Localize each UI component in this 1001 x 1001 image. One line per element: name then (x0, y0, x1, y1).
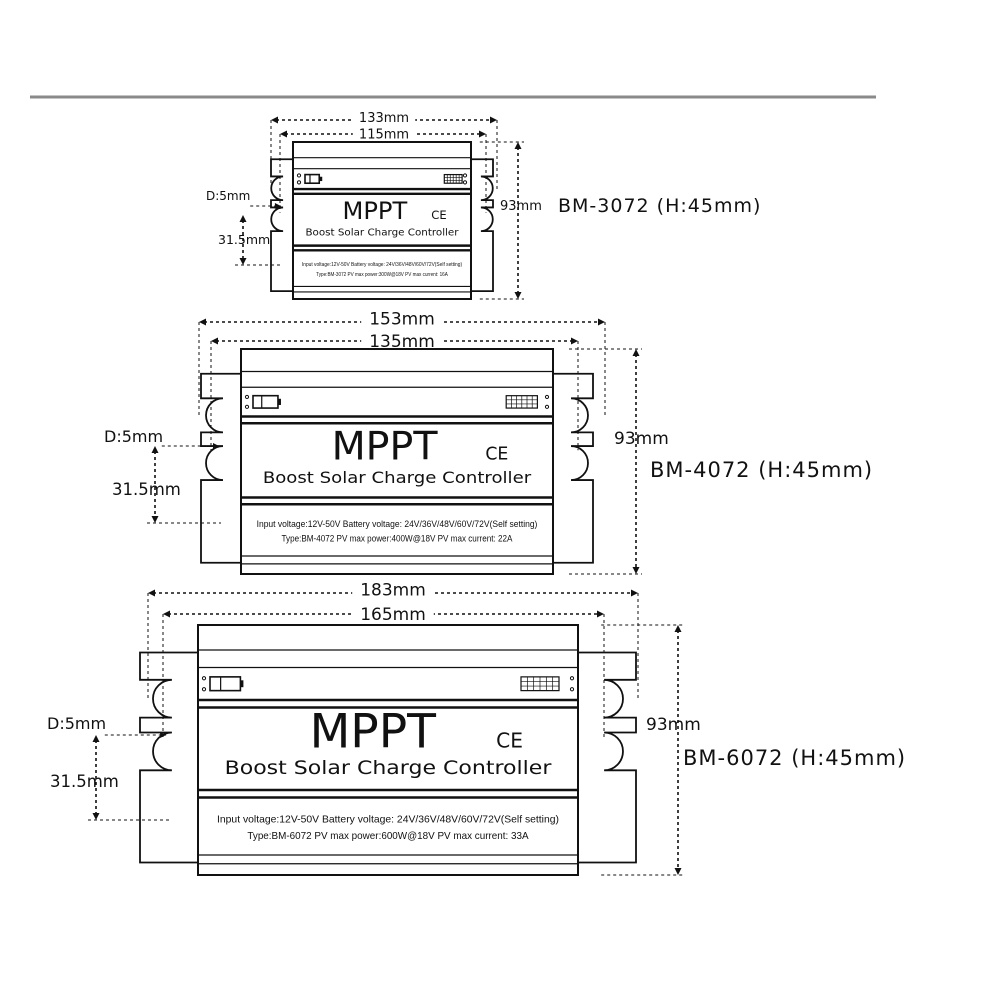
height-dim-arrow-top (514, 142, 522, 149)
brand-mppt: MPPT (332, 423, 439, 469)
spec-line-2: Type:BM-3072 PV max power:300W@18V PV ma… (316, 272, 448, 278)
right-mounting-ear (553, 372, 594, 564)
hole-spacing-label: 31.5mm (112, 480, 181, 499)
hole-arrow (213, 443, 219, 449)
left-mounting-ear (270, 158, 293, 293)
screw-icon (244, 404, 250, 409)
hole-spacing-dim-arrow-bottom (239, 258, 247, 265)
spec-line-2: Type:BM-4072 PV max power:400W@18V PV ma… (282, 533, 513, 543)
screw-icon (569, 687, 575, 692)
right-mounting-ear (578, 651, 637, 864)
brand-mppt: MPPT (310, 705, 437, 760)
controller-body (240, 348, 554, 575)
hole-diameter-label: D:5mm (104, 427, 163, 446)
product-subtitle: Boost Solar Charge Controller (225, 757, 552, 779)
inner-width-dim-arrow-left (280, 130, 287, 138)
hole-spacing-dim-arrow-top (239, 215, 247, 222)
unit-bm3072: MPPT CE Boost Solar Charge ControllerInput… (206, 110, 761, 300)
screw-icon (462, 180, 468, 185)
height-dim-arrow-bottom (674, 868, 682, 875)
left-mounting-ear (139, 651, 198, 864)
screw-icon (296, 173, 302, 178)
screw-icon (462, 173, 468, 178)
right-mounting-ear (471, 158, 494, 293)
label-knockout (352, 580, 434, 598)
terminal-block-icon (209, 676, 242, 692)
height-label: 93mm (646, 715, 701, 735)
terminal-block-icon (252, 394, 279, 409)
controller-body (197, 624, 579, 876)
screw-icon (296, 180, 302, 185)
hole-spacing-dim-arrow-bottom (92, 813, 100, 820)
screw-icon (201, 687, 207, 692)
inner-width-label: 135mm (369, 332, 435, 352)
terminal-plug-icon (277, 398, 281, 405)
label-knockout (352, 124, 416, 138)
screw-icon (544, 394, 550, 400)
height-label: 93mm (614, 429, 669, 449)
controller-body (292, 141, 472, 300)
hole-spacing-label: 31.5mm (50, 772, 119, 791)
inner-width-dim-arrow-right (571, 337, 578, 345)
label-knockout (361, 309, 443, 327)
outer-width-label: 183mm (360, 581, 426, 601)
spec-line-1: Input voltage:12V-50V Battery voltage: 2… (217, 814, 559, 826)
outer-width-dim-arrow-left (271, 116, 278, 124)
screw-icon (569, 676, 575, 681)
outer-width-dim-arrow-left (199, 318, 206, 326)
height-dim-arrow-top (674, 625, 682, 632)
hole-arrow (160, 732, 167, 738)
screw-icon (244, 394, 250, 400)
outer-width-dim-arrow-right (490, 116, 497, 124)
height-label: 93mm (500, 199, 542, 214)
left-mounting-ear (200, 372, 241, 564)
label-knockout (352, 110, 416, 124)
spec-line-2: Type:BM-6072 PV max power:600W@18V PV ma… (247, 830, 528, 842)
terminal-plug-icon (240, 680, 244, 688)
inner-width-dim-arrow-right (597, 610, 604, 618)
model-label: BM-3072 (H:45mm) (558, 195, 761, 217)
hole-arrow (274, 203, 281, 209)
hole-spacing-dim-arrow-top (92, 735, 100, 742)
label-knockout (361, 328, 443, 346)
product-subtitle: Boost Solar Charge Controller (263, 468, 532, 487)
screw-icon (544, 404, 550, 409)
ce-mark: CE (431, 208, 446, 222)
spec-line-1: Input voltage:12V-50V Battery voltage: 2… (257, 519, 538, 529)
height-dim-arrow-top (632, 349, 640, 356)
inner-width-dim-arrow-left (211, 337, 218, 345)
outer-width-label: 153mm (369, 310, 435, 330)
hole-diameter-label: D:5mm (206, 189, 250, 203)
outer-width-dim-arrow-right (598, 318, 605, 326)
inner-width-dim-arrow-right (479, 130, 486, 138)
terminal-block-icon (304, 173, 321, 185)
model-label: BM-4072 (H:45mm) (650, 458, 873, 482)
hole-spacing-dim-arrow-top (151, 446, 159, 453)
spec-line-1: Input voltage:12V-50V Battery voltage: 2… (302, 262, 462, 268)
product-subtitle: Boost Solar Charge Controller (305, 227, 458, 238)
inner-width-label: 115mm (359, 128, 409, 143)
terminal-plug-icon (319, 176, 323, 182)
hole-spacing-label: 31.5mm (218, 232, 270, 247)
outer-width-dim-arrow-left (148, 589, 155, 597)
brand-mppt: MPPT (343, 197, 408, 225)
unit-bm6072: MPPT CE Boost Solar Charge ControllerInput… (47, 580, 906, 876)
outer-width-label: 133mm (359, 111, 409, 126)
ce-mark: CE (485, 444, 508, 464)
model-label: BM-6072 (H:45mm) (683, 746, 906, 770)
ce-mark: CE (496, 729, 523, 753)
label-knockout (352, 601, 434, 619)
outer-width-dim-arrow-right (631, 589, 638, 597)
hole-diameter-label: D:5mm (47, 714, 106, 733)
hole-spacing-dim-arrow-bottom (151, 516, 159, 523)
inner-width-dim-arrow-left (163, 610, 170, 618)
height-dim-arrow-bottom (514, 292, 522, 299)
screw-icon (201, 676, 207, 681)
unit-bm4072: MPPT CE Boost Solar Charge ControllerInput… (104, 309, 873, 575)
inner-width-label: 165mm (360, 605, 426, 625)
height-dim-arrow-bottom (632, 567, 640, 574)
